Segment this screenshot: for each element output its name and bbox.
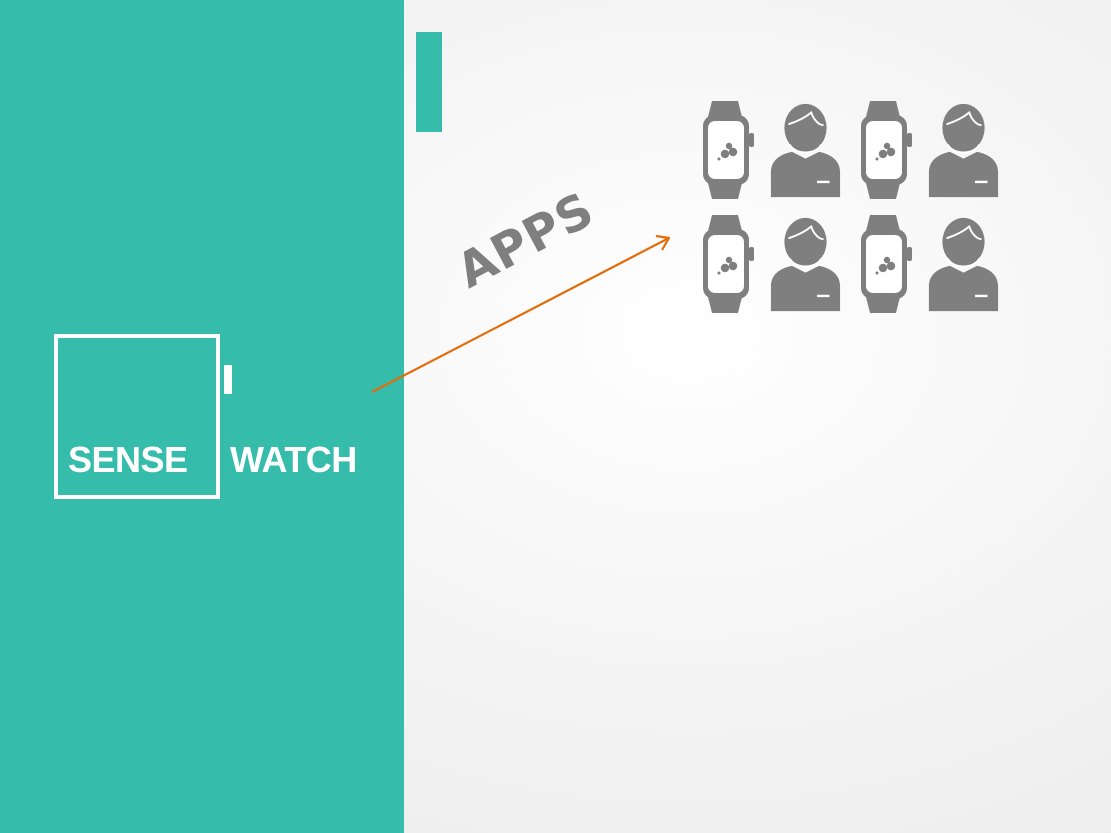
arrow-head [655,234,671,251]
smartwatch-icon [848,212,921,316]
smartwatch-icon [690,98,763,202]
smartwatch-icon [690,212,763,316]
user-icon [769,212,842,316]
user-icon [927,98,1000,202]
device-user-grid [690,98,1000,326]
accent-bar [416,32,442,132]
brand-panel [0,0,404,833]
user-icon [769,98,842,202]
grid-row [690,212,1000,316]
logo-watch-frame [54,334,220,499]
user-icon [927,212,1000,316]
logo-watch-crown [224,365,232,394]
arrow-line [371,238,668,393]
logo-word-sense: SENSE [68,439,188,480]
logo-word-watch: WATCH [230,439,357,480]
grid-row [690,98,1000,202]
smartwatch-icon [848,98,921,202]
